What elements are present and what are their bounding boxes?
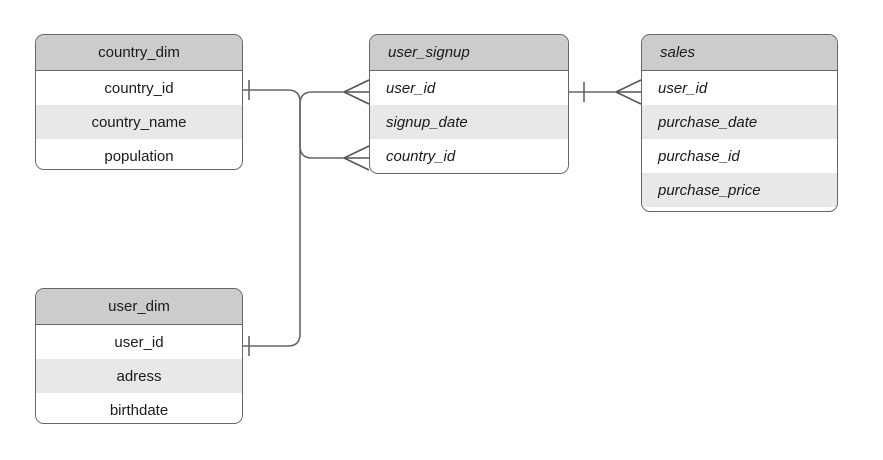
column-population[interactable]: population [36, 139, 242, 169]
column-country-name[interactable]: country_name [36, 105, 242, 139]
column-adress[interactable]: adress [36, 359, 242, 393]
crowsfoot-signup-country [343, 145, 370, 171]
column-birthdate[interactable]: birthdate [36, 393, 242, 423]
crowsfoot-sales-user [615, 79, 642, 105]
entity-title-sales: sales [642, 35, 837, 71]
column-purchase-id[interactable]: purchase_id [642, 139, 837, 173]
entity-title-country-dim: country_dim [36, 35, 242, 71]
entity-country-dim[interactable]: country_dim country_id country_name popu… [35, 34, 243, 170]
column-sales-user-id[interactable]: user_id [642, 71, 837, 105]
column-country-id[interactable]: country_id [36, 71, 242, 105]
column-purchase-date[interactable]: purchase_date [642, 105, 837, 139]
entity-user-dim[interactable]: user_dim user_id adress birthdate [35, 288, 243, 424]
crowsfoot-signup-user [343, 79, 370, 105]
relationship-signup-to-sales[interactable] [569, 79, 642, 105]
entity-sales[interactable]: sales user_id purchase_date purchase_id … [641, 34, 838, 212]
column-country-id-fk[interactable]: country_id [370, 139, 568, 173]
relationship-country-to-signup[interactable] [243, 80, 370, 171]
column-purchase-price[interactable]: purchase_price [642, 173, 837, 207]
relationship-userdim-to-signup[interactable] [243, 79, 370, 356]
column-user-id[interactable]: user_id [370, 71, 568, 105]
entity-title-user-dim: user_dim [36, 289, 242, 325]
column-user-dim-user-id[interactable]: user_id [36, 325, 242, 359]
entity-title-user-signup: user_signup [370, 35, 568, 71]
column-signup-date[interactable]: signup_date [370, 105, 568, 139]
entity-user-signup[interactable]: user_signup user_id signup_date country_… [369, 34, 569, 174]
